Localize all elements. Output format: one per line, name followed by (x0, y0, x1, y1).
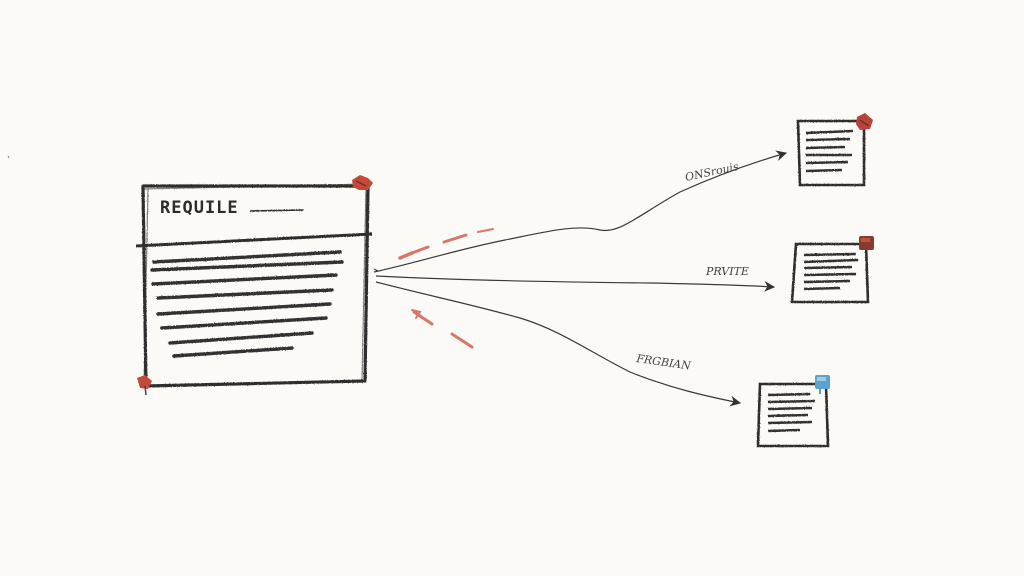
source-title-underline (249, 209, 305, 212)
target-document-frame (756, 382, 830, 448)
source-tick (373, 268, 379, 272)
red-pin-icon (352, 175, 373, 190)
target-text-line (805, 129, 854, 135)
target-document-bottom (756, 382, 830, 448)
target-text-line (805, 137, 851, 142)
source-text-line (151, 273, 338, 286)
source-text-line (156, 288, 334, 300)
source-text-line (150, 260, 344, 272)
target-text-line (767, 413, 809, 418)
target-text-line (767, 392, 811, 397)
connector-middle (375, 275, 776, 292)
dashed-arrow-lower (412, 310, 434, 326)
dashed-arrow-upper (442, 233, 468, 244)
edge-label-middle: PRVITE (705, 265, 749, 278)
target-text-line (767, 406, 813, 411)
target-text-line (767, 428, 801, 433)
target-text-line (803, 252, 857, 257)
target-text-line (805, 145, 846, 150)
target-document-frame (790, 242, 870, 304)
connectors (373, 150, 788, 407)
source-text-line (172, 346, 294, 358)
target-text-line (803, 265, 853, 270)
target-text-line (803, 272, 857, 277)
target-text-line (767, 420, 813, 425)
source-text-line (152, 250, 342, 264)
source-text-line (160, 316, 328, 330)
source-header-divider (135, 232, 373, 248)
target-text-line (805, 168, 843, 173)
target-text-line (805, 160, 849, 165)
red-pin-icon (137, 375, 152, 396)
edge-label-top: ONSrouis (684, 160, 740, 184)
dashed-return-arrows (398, 228, 494, 349)
brown-pin-icon (859, 236, 874, 250)
dashed-arrow-lower (450, 332, 474, 349)
page-speck (7, 155, 10, 159)
target-text-line (767, 399, 816, 404)
source-text-line (168, 331, 314, 345)
source-title: REQUILE (160, 198, 239, 218)
red-pin-icon (856, 113, 873, 130)
edge-label-bottom: FRGBIAN (635, 352, 692, 373)
dashed-arrow-upper (410, 245, 430, 255)
dashed-arrow-lower-head (411, 309, 422, 319)
target-document-top (796, 119, 866, 187)
target-text-line (803, 279, 851, 284)
blue-pin-icon (815, 375, 830, 394)
target-text-line (803, 258, 859, 264)
dashed-arrow-upper-head (398, 251, 414, 260)
source-document (135, 183, 373, 388)
target-text-line (803, 286, 841, 291)
target-document-frame (796, 119, 866, 187)
source-text-line (156, 302, 332, 316)
source-document-frame-overdraw (140, 183, 371, 385)
connector-top (373, 150, 788, 273)
target-document-middle (790, 242, 870, 304)
connector-bottom (375, 281, 742, 407)
dashed-arrow-upper (477, 228, 494, 233)
